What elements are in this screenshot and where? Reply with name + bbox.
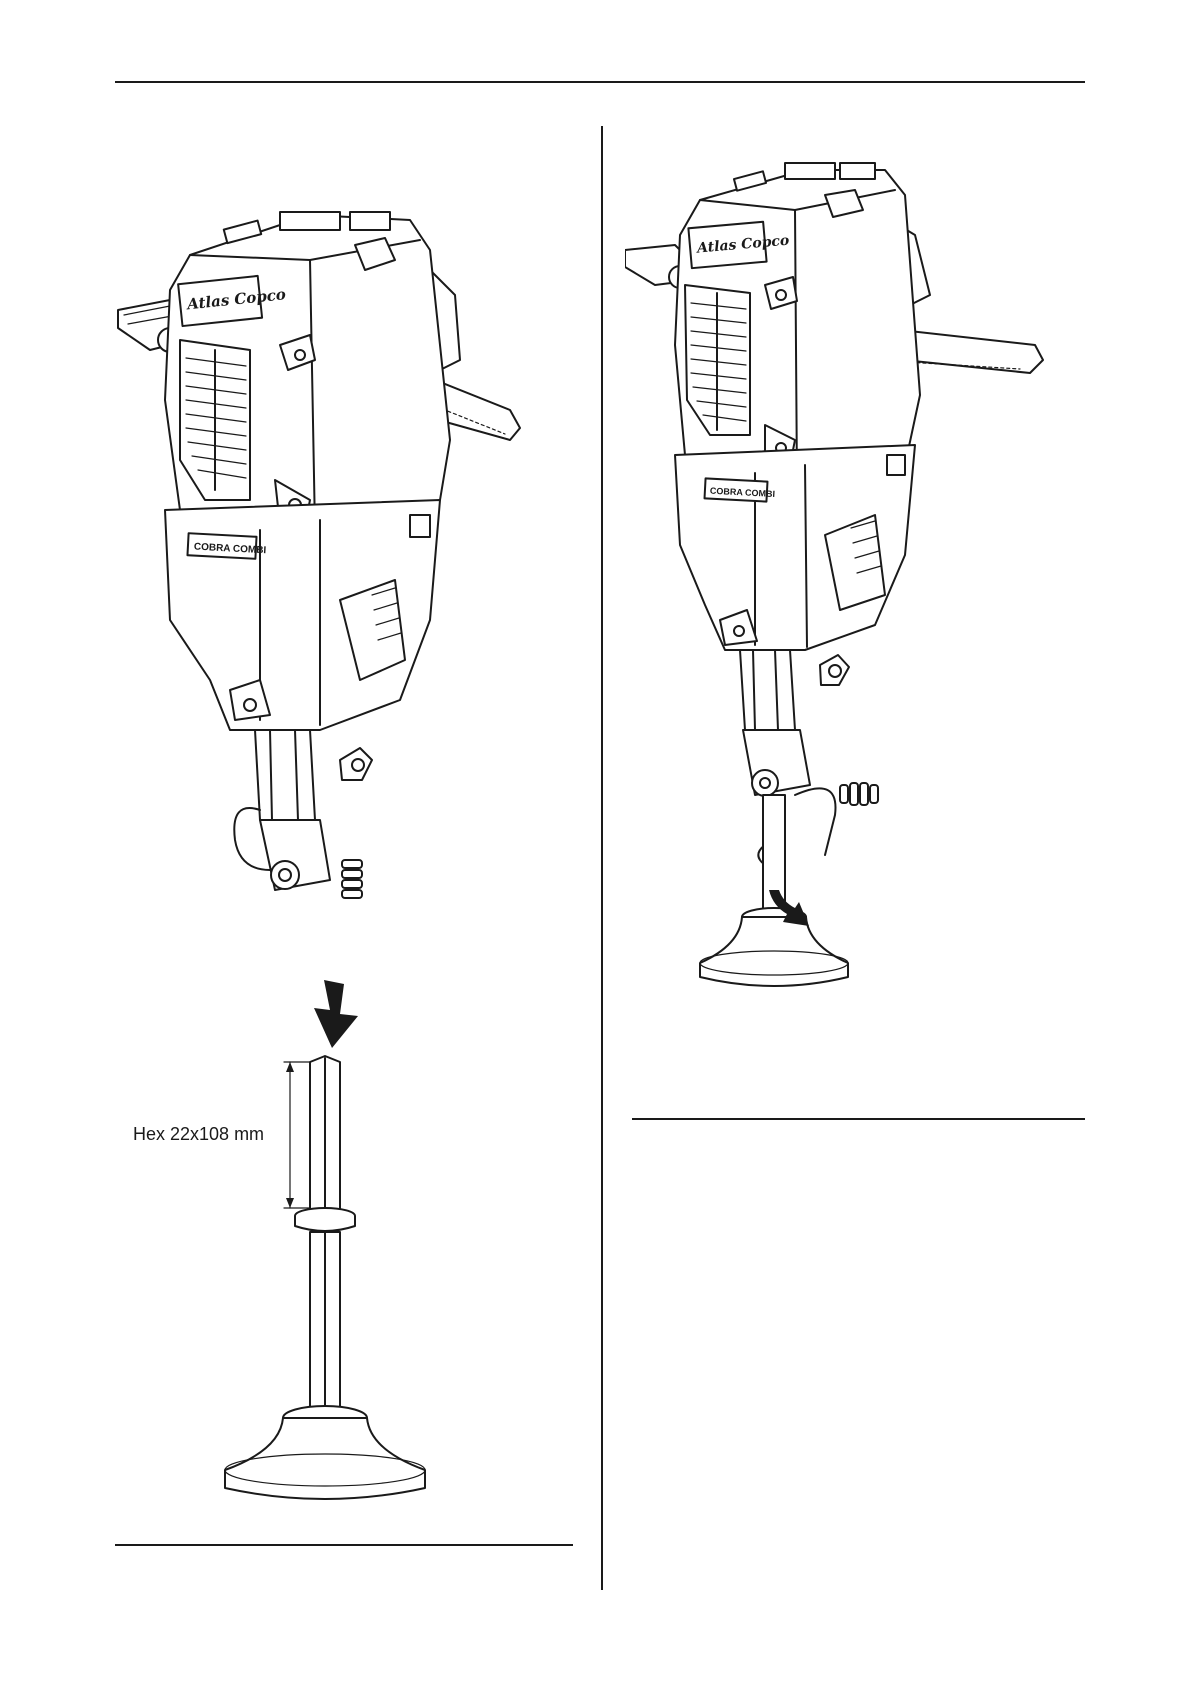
column-divider — [601, 126, 603, 1590]
arrow-down-icon — [310, 980, 370, 1050]
right-footer-rule — [632, 1118, 1085, 1120]
breaker-illustration: Atlas Copco COBRA COMBI — [110, 200, 580, 980]
dimension-label: Hex 22x108 mm — [133, 1124, 264, 1145]
curved-arrow-icon — [765, 886, 815, 936]
left-figure-breaker: Atlas Copco COBRA COMBI — [110, 200, 580, 980]
breaker-assembled-illustration: Atlas Copco COBRA COMBI — [625, 155, 1075, 1075]
hex-tool-illustration — [210, 1050, 500, 1500]
left-footer-rule — [115, 1544, 573, 1546]
header-rule — [115, 81, 1085, 83]
left-tool-on-stand — [210, 1050, 500, 1500]
right-figure-breaker: Atlas Copco COBRA COMBI — [625, 155, 1075, 1075]
